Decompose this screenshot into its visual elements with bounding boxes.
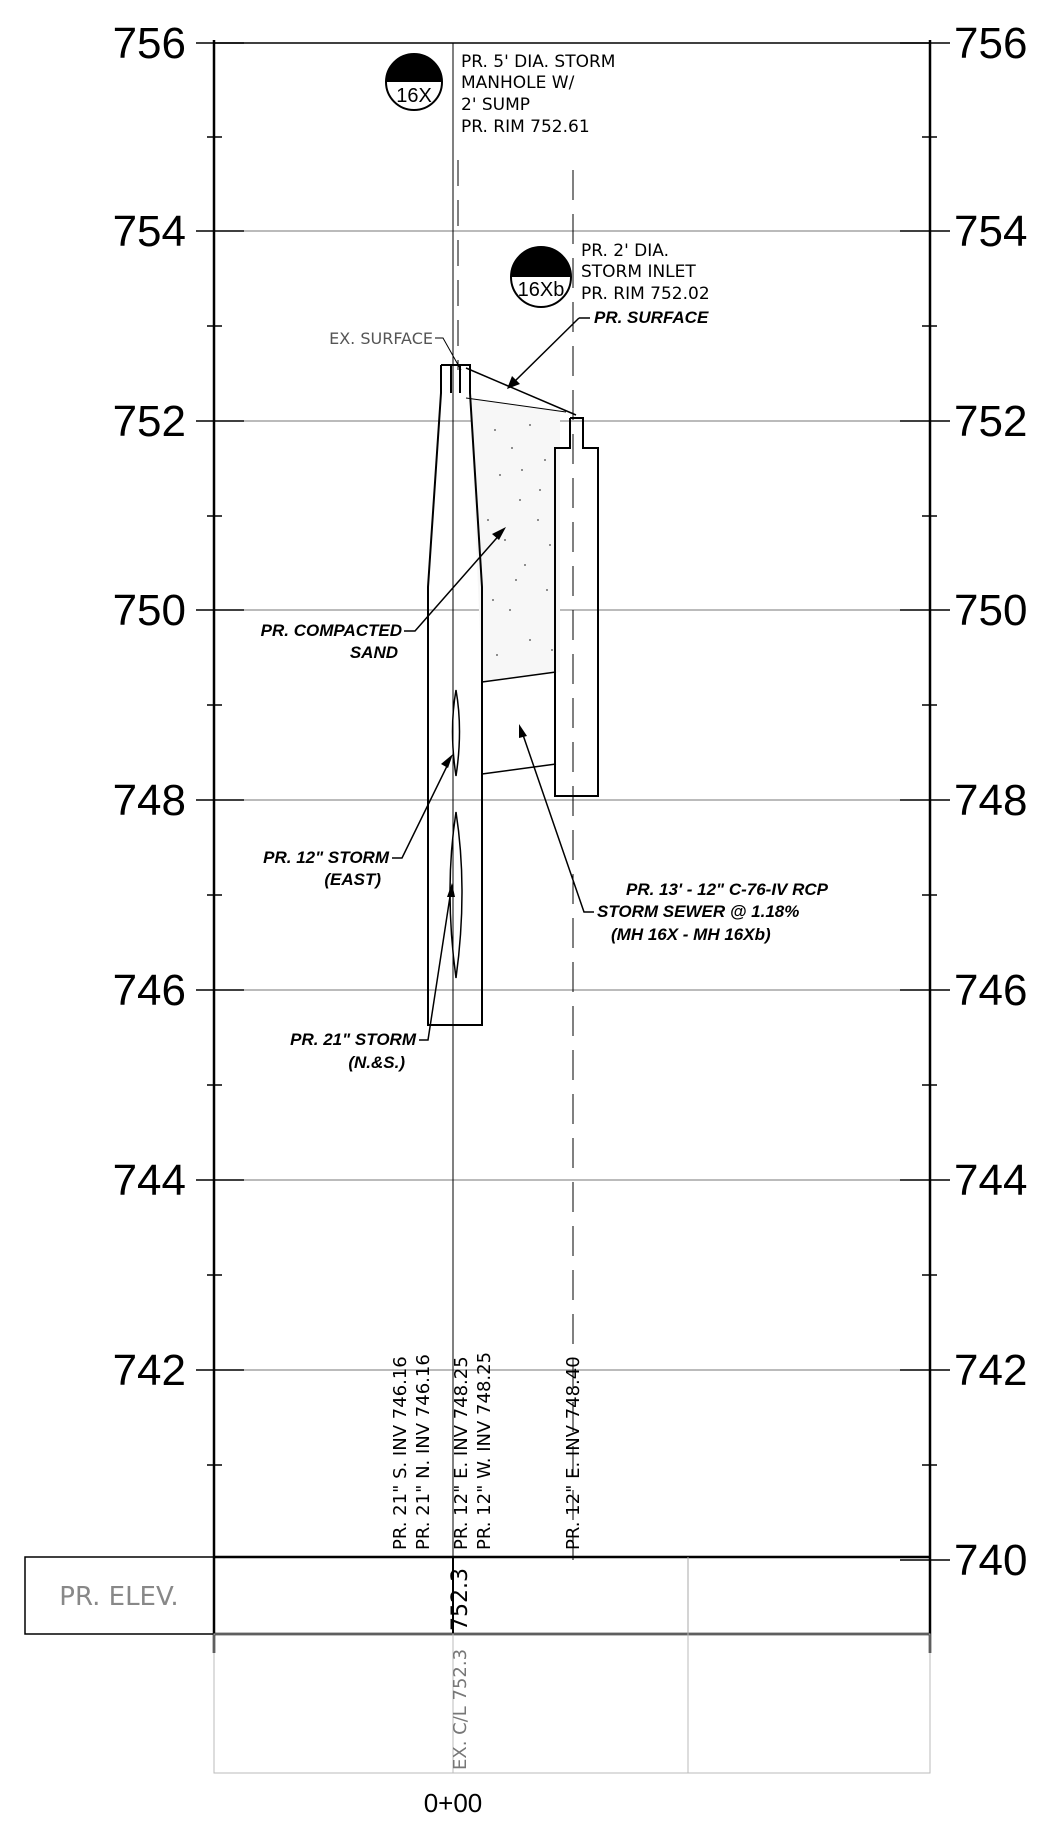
elevation-table xyxy=(24,1555,931,1774)
tag-16x-label: 16X xyxy=(396,85,432,107)
storm21-label-2: (N.&S.) xyxy=(348,1053,405,1072)
compacted-sand-leader xyxy=(404,531,503,632)
elev-label-748-right: 748 xyxy=(954,776,1027,825)
elev-label-752-right: 752 xyxy=(954,397,1027,446)
inlet16xb-note-1: PR. 2' DIA. xyxy=(581,241,669,261)
compacted-sand-label-1: PR. COMPACTED xyxy=(261,621,402,640)
profile-frame xyxy=(212,40,932,1653)
elevation-grid xyxy=(214,230,930,1371)
elev-label-748-left: 748 xyxy=(113,776,186,825)
storm21-arrowhead xyxy=(447,883,455,897)
elev-label-746-left: 746 xyxy=(113,966,186,1015)
rcp-pipe-top xyxy=(481,671,557,683)
sand-stipple xyxy=(487,424,553,656)
compacted-sand-label-2: SAND xyxy=(350,643,398,662)
rcp-label-3: (MH 16X - MH 16Xb) xyxy=(611,925,771,944)
ex-surface-line xyxy=(465,397,567,413)
elev-label-756-left: 756 xyxy=(113,19,186,68)
ex-cl-value: EX. C/L 752.3 xyxy=(450,1649,471,1770)
invert-label-21n: PR. 21" N. INV 746.16 xyxy=(413,1354,434,1550)
invert-label-21s: PR. 21" S. INV 746.16 xyxy=(390,1356,411,1550)
compacted-sand-arrowhead xyxy=(492,527,506,540)
storm21-label-1: PR. 21" STORM xyxy=(290,1030,417,1049)
storm12-label-1: PR. 12" STORM xyxy=(263,848,390,867)
elev-label-744-left: 744 xyxy=(113,1156,186,1205)
pr-surface-leader-b xyxy=(511,317,580,385)
pr-surface-label: PR. SURFACE xyxy=(594,308,709,327)
inlet16xb-note-2: STORM INLET xyxy=(581,262,696,282)
pr-surface-arrowhead xyxy=(507,376,520,389)
ex-surface-leader xyxy=(435,337,462,371)
elev-label-756-right: 756 xyxy=(954,19,1027,68)
pipe-12-east-section xyxy=(451,689,461,777)
inlet16xb-note-3: PR. RIM 752.02 xyxy=(581,284,710,304)
tag-16x: 16X xyxy=(385,53,443,111)
elev-label-746-right: 746 xyxy=(954,966,1027,1015)
elev-label-744-right: 744 xyxy=(954,1156,1027,1205)
elev-label-750-right: 750 xyxy=(954,586,1027,635)
tag-16xb-label: 16Xb xyxy=(518,279,565,301)
elev-label-750-left: 750 xyxy=(113,586,186,635)
station-label: 0+00 xyxy=(424,1788,483,1818)
storm12-leader xyxy=(392,759,451,859)
ex-surface-label: EX. SURFACE xyxy=(329,329,433,348)
rcp-arrowhead xyxy=(519,724,527,738)
storm21-leader xyxy=(419,889,452,1041)
rcp-label-1: PR. 13' - 12" C-76-IV RCP xyxy=(626,880,829,899)
elev-label-754-left: 754 xyxy=(113,207,186,256)
table-row-label: PR. ELEV. xyxy=(59,1582,178,1612)
rcp-pipe-bottom xyxy=(481,763,557,775)
pr-elev-value: 752.3 xyxy=(448,1568,473,1631)
mh16x-note-2: MANHOLE W/ xyxy=(461,73,575,93)
rcp-label-2: STORM SEWER @ 1.18% xyxy=(597,902,799,921)
mh16x-note-4: PR. RIM 752.61 xyxy=(461,117,590,137)
storm12-arrowhead xyxy=(441,754,453,768)
elev-label-742-right: 742 xyxy=(954,1346,1027,1395)
compacted-sand-fill xyxy=(470,398,560,682)
elevation-ticks xyxy=(196,42,950,1561)
elev-label-754-right: 754 xyxy=(954,207,1027,256)
storm12-label-2: (EAST) xyxy=(324,870,381,889)
elev-label-740-right: 740 xyxy=(954,1536,1027,1585)
invert-label-12e-inlet: PR. 12" E. INV 748.40 xyxy=(563,1356,584,1550)
mh16x-note-1: PR. 5' DIA. STORM xyxy=(461,52,615,72)
pipe-21-section xyxy=(449,811,463,979)
tag-16xb: 16Xb xyxy=(510,246,572,308)
pr-surface-line xyxy=(465,367,577,416)
inlet-16xb-profile xyxy=(554,417,599,797)
manhole-16x-profile xyxy=(427,364,483,1026)
invert-label-12w: PR. 12" W. INV 748.25 xyxy=(474,1352,495,1550)
elev-label-742-left: 742 xyxy=(113,1346,186,1395)
mh16x-note-3: 2' SUMP xyxy=(461,95,530,115)
rcp-leader xyxy=(521,731,594,913)
invert-label-12e: PR. 12" E. INV 748.25 xyxy=(451,1356,472,1550)
elev-label-752-left: 752 xyxy=(113,397,186,446)
